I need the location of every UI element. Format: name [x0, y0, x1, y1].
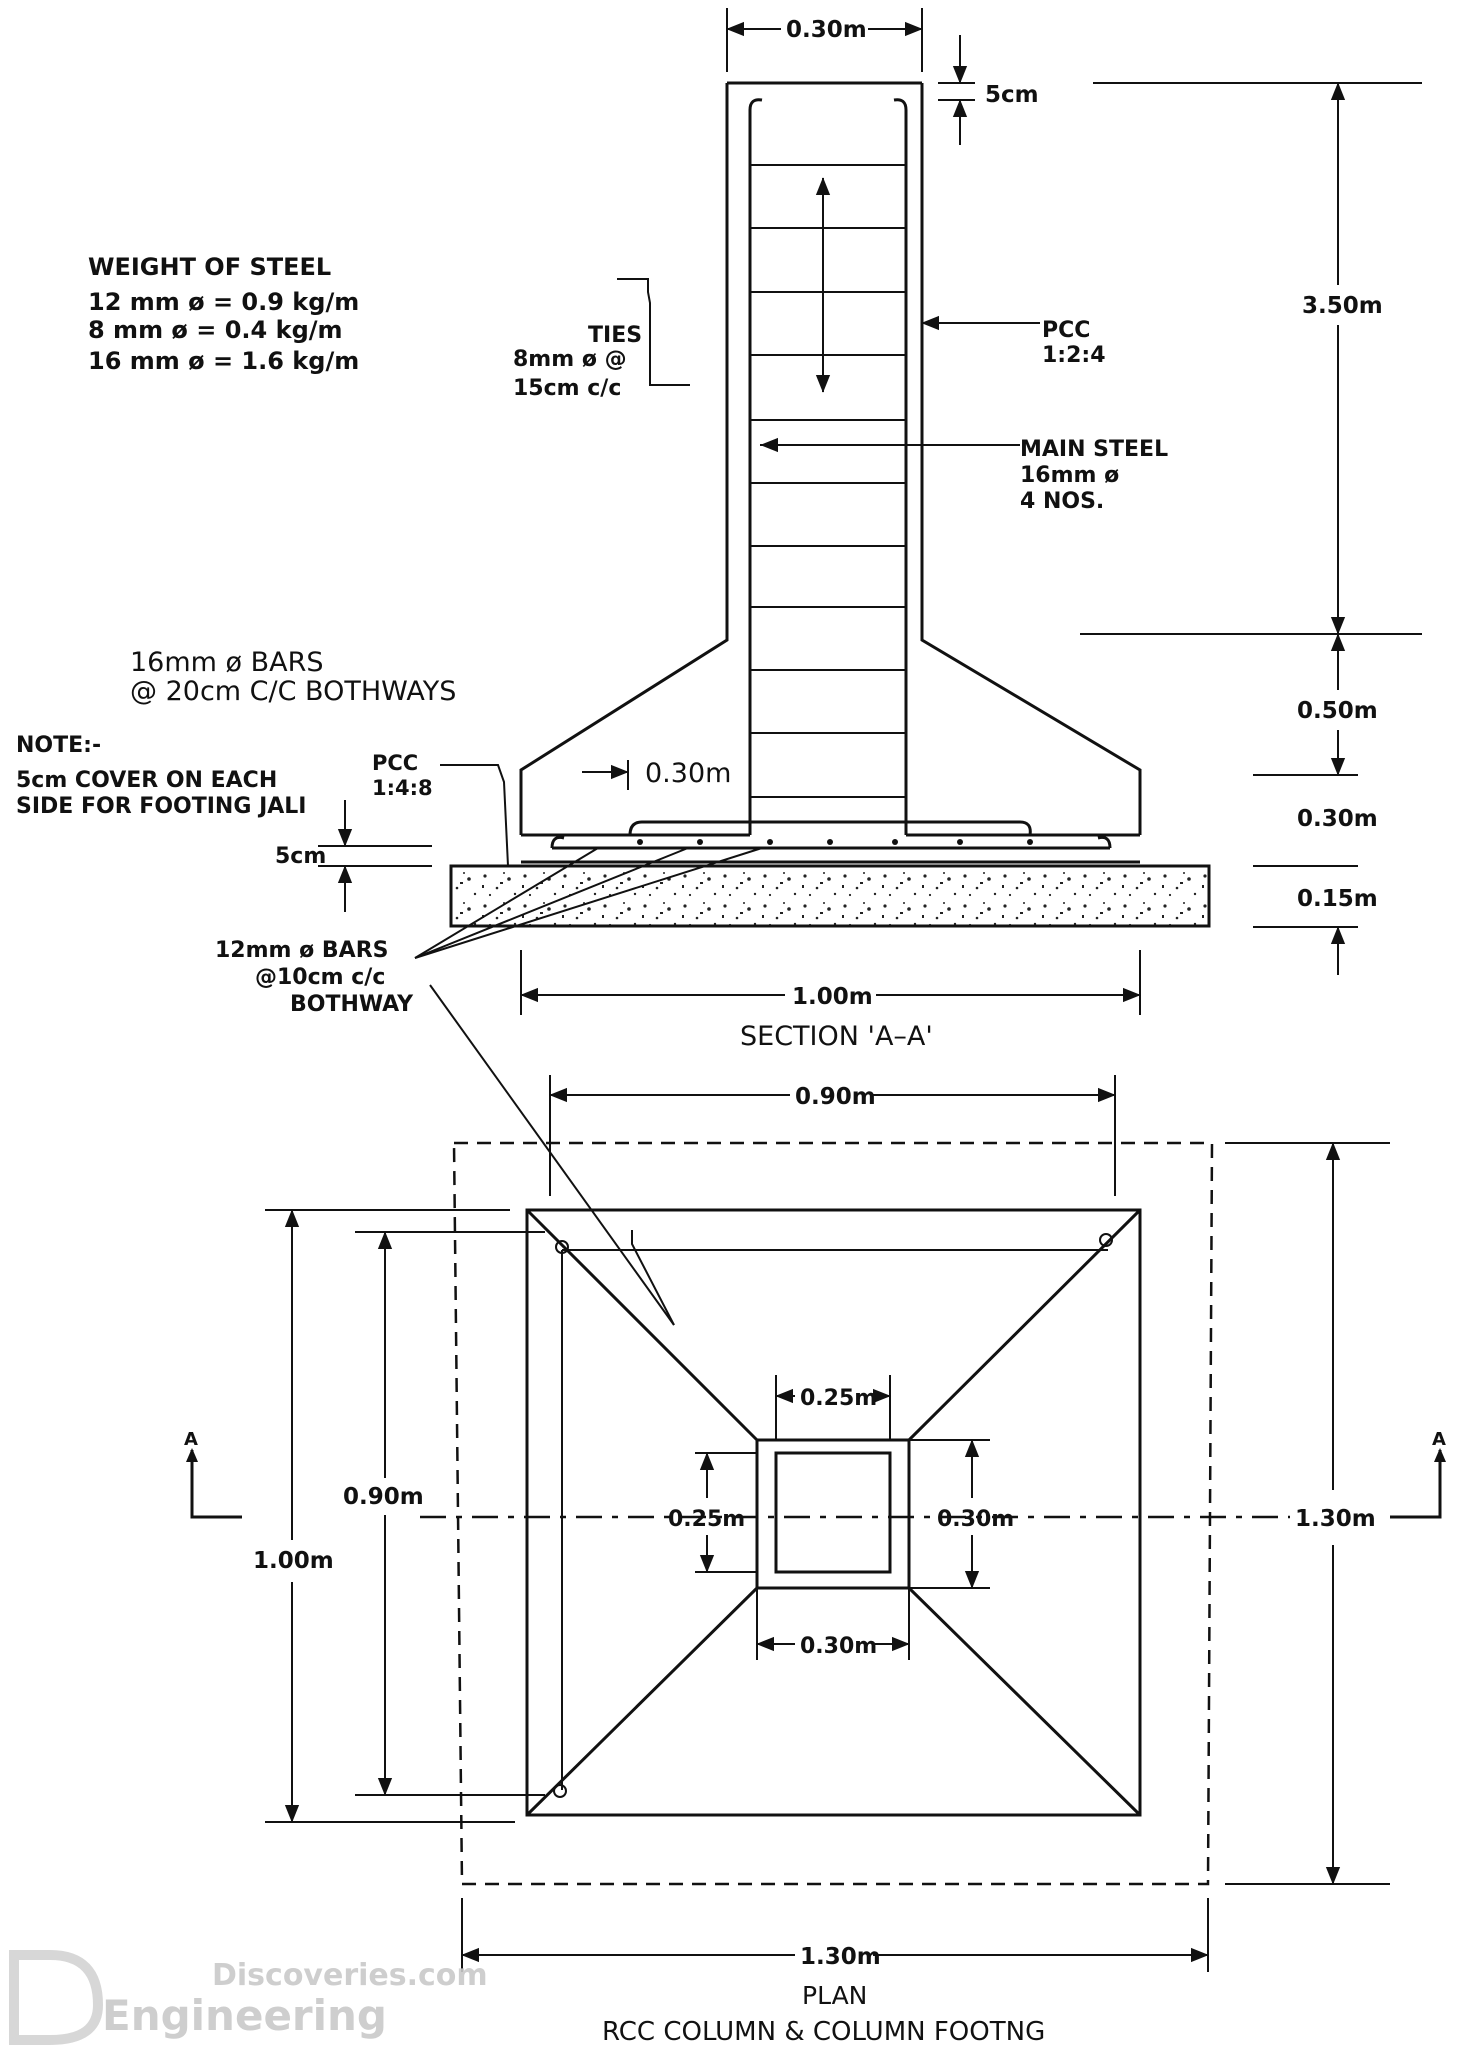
section-mark-left — [190, 1450, 242, 1519]
plan-rebar — [561, 1249, 1108, 1790]
dimension-arrows — [337, 21, 1346, 1003]
watermark-line2: Engineering — [102, 1991, 387, 2040]
dim-side-cover: 5cm — [275, 844, 326, 869]
main-steel-label-1: MAIN STEEL — [1020, 437, 1168, 462]
mesh-bar-dots — [637, 839, 1033, 845]
bars12-plan-leader — [429, 984, 675, 1326]
pcc-base-leader — [440, 764, 509, 867]
dim-top-cover: 5cm — [985, 82, 1039, 108]
section-mark-right — [1390, 1450, 1442, 1519]
section-labels: WEIGHT OF STEEL 12 mm ø = 0.9 kg/m 8 mm … — [16, 17, 1383, 1052]
bars12-label-1: 12mm ø BARS — [215, 938, 388, 963]
plan-labels: 0.90m 0.25m 0.25m 0.30m 0.30m 0.90m 1.00… — [184, 1084, 1446, 2047]
plan-subtitle: RCC COLUMN & COLUMN FOOTNG — [602, 2017, 1045, 2047]
dim-column-height: 3.50m — [1302, 293, 1383, 319]
pcc-outline-dashed — [452, 1141, 1214, 1886]
bars12-label-3: BOTHWAY — [290, 992, 414, 1017]
section-view — [318, 8, 1422, 1326]
column-outline-plan — [774, 1451, 892, 1574]
column-ties — [750, 164, 906, 798]
pcc-base-label-2: 1:4:8 — [372, 776, 433, 800]
plan-dim-outer-left: 1.00m — [253, 1548, 334, 1574]
main-steel-label-2: 16mm ø — [1020, 463, 1119, 488]
plan-dim-col-left: 0.25m — [668, 1507, 745, 1532]
column-outline-right — [920, 83, 1142, 835]
section-mark-left-label: A — [184, 1429, 198, 1450]
plan-dim-col-right: 0.30m — [937, 1507, 1014, 1532]
pcc-column-label-2: 1:2:4 — [1042, 343, 1106, 368]
bars12-leader-3 — [414, 847, 763, 959]
pcc-bed — [449, 864, 1211, 928]
section-mark-right-label: A — [1432, 1429, 1446, 1450]
note-line-2: SIDE FOR FOOTING JALI — [16, 794, 306, 819]
section-title: SECTION 'A–A' — [740, 1021, 933, 1052]
logo-mark — [9, 1950, 104, 2045]
main-steel-right — [893, 98, 908, 835]
weight-12mm: 12 mm ø = 0.9 kg/m — [88, 288, 359, 316]
plan-dim-right: 1.30m — [1295, 1506, 1376, 1532]
column-starter-bar — [628, 820, 1032, 836]
note-title: NOTE:- — [16, 733, 101, 758]
plan-dim-col-top: 0.25m — [800, 1386, 877, 1411]
watermark-logo: Discoveries.com Engineering — [9, 1950, 488, 2045]
dim-top-width: 0.30m — [786, 17, 867, 43]
footing-outline — [525, 1208, 1142, 1817]
plan-dim-bottom: 1.30m — [800, 1944, 881, 1970]
plan-dim-col-bottom: 0.30m — [800, 1634, 877, 1659]
bars12-leader-1 — [414, 847, 599, 959]
bars16-label-2: @ 20cm C/C BOTHWAYS — [130, 676, 456, 707]
footing-mesh-bar — [550, 836, 1112, 850]
ties-label-3: 15cm c/c — [513, 376, 621, 401]
ties-leader — [617, 278, 690, 386]
weight-8mm: 8 mm ø = 0.4 kg/m — [88, 316, 343, 344]
bars12-plan-leader-end — [631, 1230, 675, 1326]
pedestal-outline — [755, 1438, 911, 1590]
main-steel-label-3: 4 NOS. — [1020, 489, 1104, 514]
bars16-label-1: 16mm ø BARS — [130, 647, 324, 678]
pcc-column-label-1: PCC — [1042, 318, 1090, 343]
bars12-leader-2 — [414, 847, 689, 959]
column-outline-left — [519, 83, 729, 835]
plan-view — [186, 1075, 1446, 1972]
plan-dim-top: 0.90m — [795, 1084, 876, 1110]
dim-base-height: 0.30m — [1297, 806, 1378, 832]
watermark-line1: Discoveries.com — [212, 1958, 488, 1993]
weight-title: WEIGHT OF STEEL — [88, 253, 331, 281]
ties-label-2: 8mm ø @ — [513, 347, 627, 372]
dim-pcc-height: 0.15m — [1297, 886, 1378, 912]
dim-footing-width: 1.00m — [792, 984, 873, 1010]
weight-16mm: 16 mm ø = 1.6 kg/m — [88, 347, 359, 375]
dim-column-width: 0.30m — [645, 758, 731, 789]
plan-dim-inner-left: 0.90m — [343, 1484, 424, 1510]
pcc-base-label-1: PCC — [372, 751, 418, 775]
ties-label-1: TIES — [588, 323, 642, 348]
plan-title: PLAN — [802, 1981, 867, 2010]
dim-slope-height: 0.50m — [1297, 698, 1378, 724]
note-line-1: 5cm COVER ON EACH — [16, 768, 277, 793]
bars12-label-2: @10cm c/c — [255, 965, 385, 990]
main-steel-left — [748, 98, 763, 835]
